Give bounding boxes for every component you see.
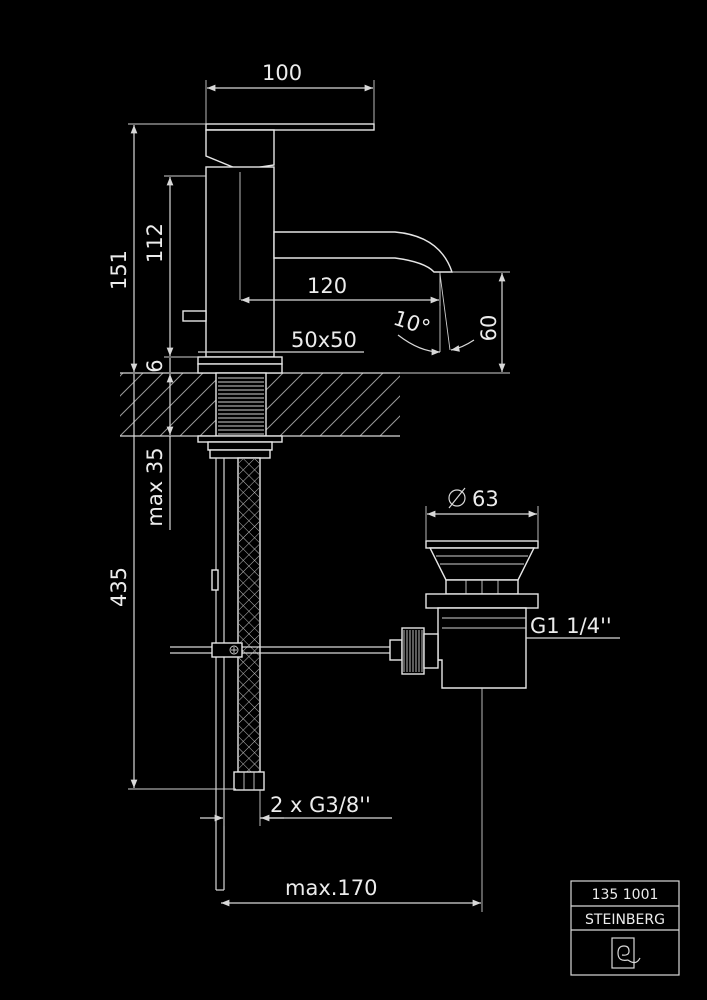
dim-handle-width: 100 xyxy=(262,61,302,85)
diameter-symbol-icon xyxy=(448,487,466,509)
mounting-stud xyxy=(197,372,283,459)
dim-outlet-height: 60 xyxy=(477,315,501,342)
supply-hoses xyxy=(170,457,390,891)
dim-spout-reach: 120 xyxy=(307,274,347,298)
dim-connections: 2 x G3/8'' xyxy=(270,793,371,817)
dimension-lines xyxy=(128,80,620,912)
dim-waste-thread: G1 1/4'' xyxy=(530,614,612,638)
dim-total-height: 151 xyxy=(107,250,131,290)
dim-angle: 10° xyxy=(390,306,433,340)
dim-spout-height: 112 xyxy=(143,223,167,263)
dim-rosette: 6 xyxy=(143,359,167,372)
dim-hose-length: 435 xyxy=(107,567,131,607)
mixer-body xyxy=(182,123,453,374)
dim-base-size: 50x50 xyxy=(291,328,357,352)
dim-deck-thickness: max 35 xyxy=(143,447,167,526)
dim-waste-diameter: 63 xyxy=(472,487,499,511)
dim-waste-distance: max.170 xyxy=(285,876,378,900)
brand-name: STEINBERG xyxy=(585,912,665,928)
article-number: 135 1001 xyxy=(592,887,659,903)
waste-valve xyxy=(389,540,539,689)
countertop-section xyxy=(120,372,400,437)
title-block: 135 1001 STEINBERG xyxy=(570,880,680,976)
steinberg-logo-icon xyxy=(611,937,641,969)
